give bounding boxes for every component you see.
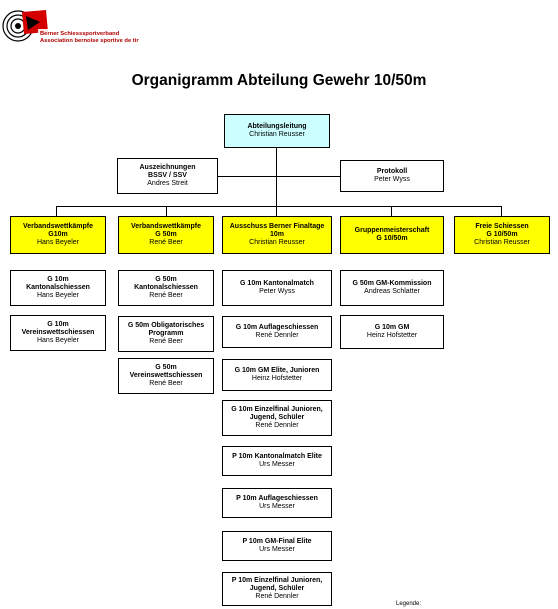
box-person: Andres Streit	[147, 180, 188, 188]
box-title: G 10m Vereinswettschiessen	[21, 320, 95, 336]
box-person: Heinz Hofstetter	[251, 375, 303, 382]
box-title: G 50m Vereinswettschiessen	[129, 363, 203, 379]
box-title: Gruppenmeisterschaft G 10/50m	[354, 226, 430, 242]
box-protokoll: Protokoll Peter Wyss	[340, 160, 444, 192]
box-person: Urs Messer	[259, 461, 295, 468]
box-abteilungsleitung: Abteilungsleitung Christian Reusser	[224, 114, 330, 148]
box-gruppenmeisterschaft: Gruppenmeisterschaft G 10/50m	[340, 216, 444, 254]
target-logo-icon	[2, 10, 160, 45]
box-person: Christian Reusser	[249, 239, 305, 247]
box-person: Heinz Hofstetter	[366, 332, 418, 339]
box-ausschuss-finaltage: Ausschuss Berner Finaltage 10m Christian…	[222, 216, 332, 254]
box-g50-vereinswettschiessen: G 50m Vereinswettschiessen René Beer	[118, 358, 214, 394]
connector-top-vertical	[276, 147, 277, 216]
connector-level2-drop-5	[501, 206, 502, 216]
box-person: Peter Wyss	[374, 176, 410, 183]
connector-level2-drop-4	[391, 206, 392, 216]
box-g10-kantonalschiessen: G 10m Kantonalschiessen Hans Beyeler	[10, 270, 106, 306]
box-person: René Dennler	[255, 332, 299, 339]
box-title: Abteilungsleitung	[247, 122, 307, 130]
connector-level2-horizontal	[56, 206, 502, 207]
box-person: René Beer	[149, 380, 183, 388]
connector-level2-drop-1	[56, 206, 57, 216]
box-title: P 10m Kantonalmatch Elite	[232, 452, 322, 460]
box-title: G 10m Einzelfinal Junioren, Jugend, Schü…	[231, 405, 323, 421]
box-p10-kantonalmatch-elite: P 10m Kantonalmatch Elite Urs Messer	[222, 446, 332, 476]
logo-line-1: Berner Schiesssportverband	[40, 31, 120, 37]
box-person: René Dennler	[255, 593, 299, 601]
box-title: P 10m GM-Final Elite	[242, 537, 312, 545]
box-p10-gm-final-elite: P 10m GM-Final Elite Urs Messer	[222, 531, 332, 561]
box-g10-kantonalmatch: G 10m Kantonalmatch Peter Wyss	[222, 270, 332, 306]
box-g10-vereinswettschiessen: G 10m Vereinswettschiessen Hans Beyeler	[10, 315, 106, 351]
box-title: G 50m Kantonalschiessen	[134, 275, 198, 291]
box-person: Hans Beyeler	[36, 292, 80, 300]
box-person: René Beer	[149, 239, 183, 247]
box-title: G 50m GM-Kommission	[352, 279, 432, 287]
logo-line-2: Association bernoise sportive de tir	[40, 38, 139, 44]
box-title: P 10m Auflageschiessen	[236, 494, 318, 502]
box-freie-schiessen: Freie Schiessen G 10/50m Christian Reuss…	[454, 216, 550, 254]
box-title: G 10m Kantonalmatch	[240, 279, 314, 287]
box-title: G 10m GM	[374, 323, 410, 331]
box-person: Christian Reusser	[249, 131, 305, 138]
box-g10-auflageschiessen: G 10m Auflageschiessen René Dennler	[222, 316, 332, 348]
box-title: G 10m GM Elite, Junioren	[234, 366, 320, 374]
box-title: Ausschuss Berner Finaltage 10m	[229, 222, 325, 238]
box-title: G 50m Obligatorisches Programm	[127, 321, 205, 337]
box-p10-einzelfinal: P 10m Einzelfinal Junioren, Jugend, Schü…	[222, 572, 332, 606]
box-person: Andreas Schlatter	[364, 288, 420, 295]
page-title: Organigramm Abteilung Gewehr 10/50m	[131, 72, 427, 89]
box-person: René Beer	[149, 292, 183, 300]
logo: Berner Schiesssportverband Association b…	[2, 6, 162, 46]
box-title: Protokoll	[376, 167, 408, 175]
box-verbandswettkaempfe-g50: Verbandswettkämpfe G 50m René Beer	[118, 216, 214, 254]
box-person: Urs Messer	[259, 503, 295, 510]
box-g10-gm: G 10m GM Heinz Hofstetter	[340, 315, 444, 349]
connector-side-horizontal	[190, 176, 340, 177]
box-person: Hans Beyeler	[36, 337, 80, 345]
box-g10-einzelfinal: G 10m Einzelfinal Junioren, Jugend, Schü…	[222, 400, 332, 436]
box-auszeichnungen: Auszeichnungen BSSV / SSV Andres Streit	[117, 158, 218, 194]
box-verbandswettkaempfe-g10: Verbandswettkämpfe G10m Hans Beyeler	[10, 216, 106, 254]
box-title: G 10m Auflageschiessen	[235, 323, 319, 331]
box-person: Christian Reusser	[474, 239, 530, 247]
box-person: René Dennler	[255, 422, 299, 430]
box-title: Auszeichnungen BSSV / SSV	[139, 163, 196, 179]
box-title: Verbandswettkämpfe G 50m	[130, 222, 202, 238]
box-title: Verbandswettkämpfe G10m	[22, 222, 94, 238]
legend-label: Legende:	[396, 601, 422, 607]
connector-level2-drop-2	[166, 206, 167, 216]
box-g10-gm-elite-junioren: G 10m GM Elite, Junioren Heinz Hofstette…	[222, 359, 332, 391]
box-g50-kantonalschiessen: G 50m Kantonalschiessen René Beer	[118, 270, 214, 306]
box-g50-obligatorisches-programm: G 50m Obligatorisches Programm René Beer	[118, 316, 214, 352]
box-title: Freie Schiessen G 10/50m	[475, 222, 529, 238]
box-person: Hans Beyeler	[36, 239, 80, 247]
box-g50-gm-kommission: G 50m GM-Kommission Andreas Schlatter	[340, 270, 444, 306]
box-p10-auflageschiessen: P 10m Auflageschiessen Urs Messer	[222, 488, 332, 518]
box-person: Peter Wyss	[259, 288, 295, 295]
box-title: G 10m Kantonalschiessen	[26, 275, 90, 291]
box-title: P 10m Einzelfinal Junioren, Jugend, Schü…	[231, 576, 323, 592]
box-person: Urs Messer	[259, 546, 295, 553]
box-person: René Beer	[149, 338, 183, 346]
